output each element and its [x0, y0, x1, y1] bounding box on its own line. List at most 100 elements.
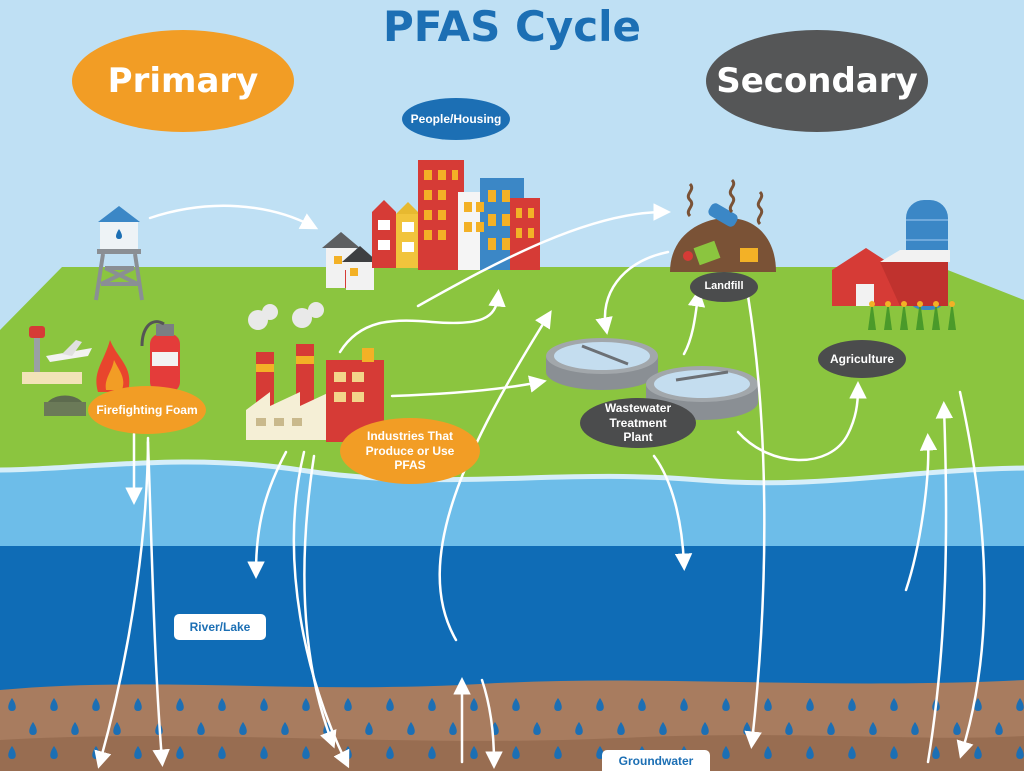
river-lake-label: River/Lake — [174, 614, 266, 640]
industries-label: Industries That Produce or Use PFAS — [340, 418, 480, 484]
factory-illustration — [246, 302, 384, 442]
water-drop-icon — [764, 698, 772, 711]
water-drop-icon — [659, 722, 667, 735]
water-drop-icon — [470, 746, 478, 759]
arrow-industry-to-soil — [292, 450, 350, 769]
airport-illustration — [22, 326, 92, 416]
water-drop-icon — [932, 746, 940, 759]
groundwater-label: Groundwater — [602, 750, 710, 771]
water-drop-icon — [512, 698, 520, 711]
water-drop-icon — [764, 746, 772, 759]
water-drop-icon — [428, 746, 436, 759]
water-drop-icon — [218, 698, 226, 711]
arrow-wastewater-to-lake — [652, 454, 693, 571]
diagram-title: PFAS Cycle — [382, 1, 641, 51]
water-drop-icon — [638, 698, 646, 711]
water-drop-icon — [344, 698, 352, 711]
water-drop-icon — [869, 722, 877, 735]
water-drop-icon — [806, 698, 814, 711]
arrow-industry-to-river — [247, 450, 288, 579]
water-drop-icon — [512, 746, 520, 759]
water-drop-icon — [8, 698, 16, 711]
arrow-groundwater-down — [480, 678, 503, 769]
city-buildings-illustration — [418, 160, 540, 270]
arrow-housing-to-landfill — [416, 203, 671, 308]
wastewater-label: Wastewater Treatment Plant — [580, 398, 696, 448]
arrow-wastewater-to-landfill — [682, 289, 706, 356]
water-drop-icon — [596, 746, 604, 759]
water-drop-icon — [113, 722, 121, 735]
water-drop-icon — [29, 722, 37, 735]
water-drop-icon — [617, 722, 625, 735]
water-drop-icon — [50, 698, 58, 711]
water-drop-icon — [260, 746, 268, 759]
water-drop-icon — [596, 698, 604, 711]
arrow-landfill-to-groundwater — [744, 294, 766, 749]
water-drop-icon — [554, 698, 562, 711]
water-drop-icon — [197, 722, 205, 735]
water-drop-icon — [92, 698, 100, 711]
water-tower-illustration — [94, 206, 144, 301]
water-drop-icon — [302, 698, 310, 711]
water-drop-icon — [722, 698, 730, 711]
water-drop-icon — [974, 698, 982, 711]
arrow-lake-to-agriculture — [904, 433, 938, 592]
arrow-foam-to-soil-right — [146, 440, 170, 767]
arrow-lake-to-wastewater — [438, 310, 552, 642]
water-drop-icon — [806, 746, 814, 759]
water-drop-icon — [218, 746, 226, 759]
water-drop-icon — [680, 698, 688, 711]
fire-extinguisher-illustration — [96, 320, 180, 392]
water-drop-icon — [386, 698, 394, 711]
water-drop-icon — [176, 746, 184, 759]
water-drop-icon — [386, 746, 394, 759]
secondary-category-label: Secondary — [706, 30, 928, 132]
water-drop-icon — [1016, 698, 1024, 711]
soil-dark-band — [0, 735, 1024, 771]
water-drop-icon — [260, 698, 268, 711]
water-drop-icon — [701, 722, 709, 735]
water-drop-icon — [827, 722, 835, 735]
water-drop-icon — [50, 746, 58, 759]
water-drop-icon — [134, 746, 142, 759]
arrow-industry-to-housing — [338, 289, 506, 354]
arrow-wastewater-to-agriculture — [736, 381, 867, 462]
water-drop-icon — [239, 722, 247, 735]
water-drop-icon — [890, 746, 898, 759]
water-drop-icon — [533, 722, 541, 735]
arrow-tower-to-housing — [148, 204, 319, 230]
water-drop-icon — [470, 698, 478, 711]
water-drop-icon — [554, 746, 562, 759]
water-drop-icon — [281, 722, 289, 735]
arrow-industry-to-groundwater — [303, 454, 337, 749]
water-drop-icon — [995, 722, 1003, 735]
water-drop-icon — [365, 722, 373, 735]
primary-category-label: Primary — [72, 30, 294, 132]
water-drop-icon — [785, 722, 793, 735]
landfill-label: Landfill — [690, 272, 758, 302]
water-drop-icon — [8, 746, 16, 759]
water-drop-icon — [71, 722, 79, 735]
water-drop-icon — [890, 698, 898, 711]
water-drop-icon — [575, 722, 583, 735]
lake-water — [0, 546, 1024, 706]
flow-arrows — [94, 203, 986, 769]
arrow-agriculture-to-groundwater — [956, 390, 986, 759]
arrow-landfill-to-wastewater — [595, 250, 670, 335]
agriculture-label: Agriculture — [818, 340, 906, 378]
water-drop-icon — [176, 698, 184, 711]
water-drop-icon — [722, 746, 730, 759]
water-drop-icon — [953, 722, 961, 735]
water-drop-icon — [974, 746, 982, 759]
water-drop-icon — [134, 698, 142, 711]
wastewater-tanks-illustration — [546, 338, 758, 420]
landfill-illustration — [670, 178, 776, 272]
water-drop-icon — [302, 746, 310, 759]
water-drop-icon — [848, 746, 856, 759]
firefighting-foam-label: Firefighting Foam — [88, 386, 206, 434]
water-drop-icon — [1016, 746, 1024, 759]
water-drop-icon — [407, 722, 415, 735]
water-drop-icon — [449, 722, 457, 735]
water-drop-icon — [428, 698, 436, 711]
